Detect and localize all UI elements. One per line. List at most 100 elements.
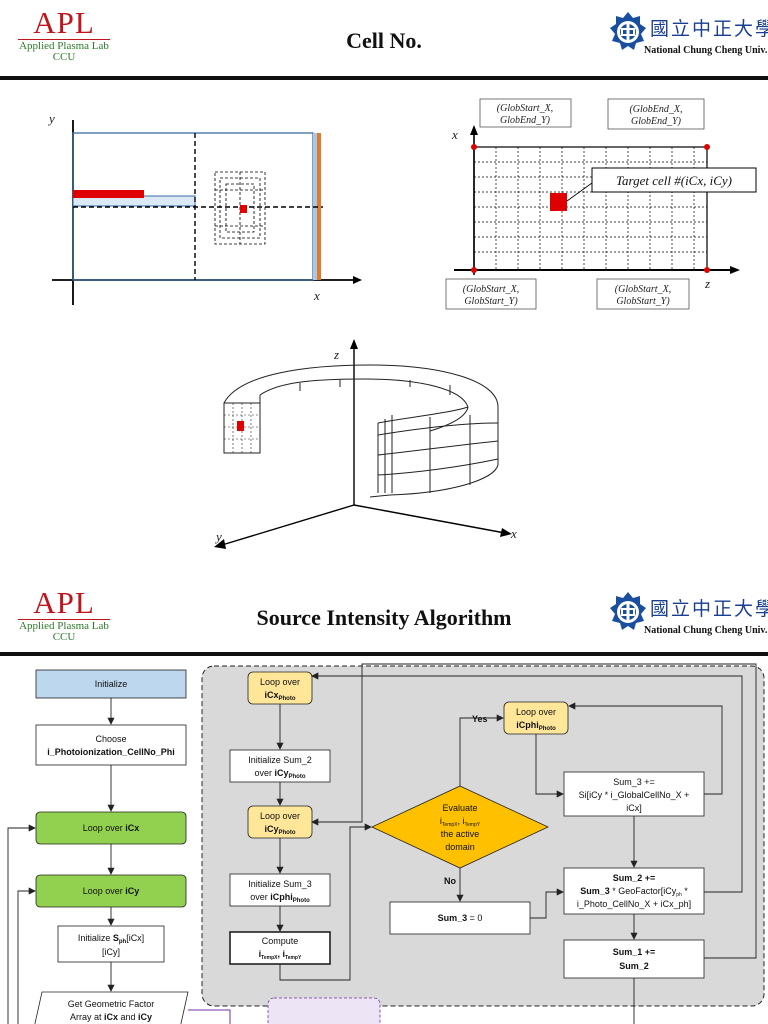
init-sph-line2: [iCy] [102, 947, 120, 957]
diagram-3d-x-label: x [510, 526, 517, 541]
sum2-plus-line1: Sum_2 += [613, 873, 656, 883]
header-divider [0, 76, 768, 80]
purple-next-box [267, 997, 381, 1024]
powered-electrode [73, 190, 144, 198]
torus-shape [223, 364, 499, 498]
apl-logo-line1: Applied Plasma Lab [19, 40, 109, 52]
grid-lines [474, 147, 707, 270]
sum3-zero-label: Sum_3 = 0 [438, 913, 483, 923]
slide-source-intensity: APL Applied Plasma Lab CCU Source Intens… [0, 580, 768, 1024]
torus-3d-diagram: z y x [214, 339, 517, 549]
corner-top-right-line2: GlobEnd_Y) [631, 116, 682, 127]
get-geo-line1: Get Geometric Factor [68, 999, 155, 1009]
corner-box-bottom-right [596, 278, 690, 310]
sum1-line2: Sum_2 [619, 961, 649, 971]
apl-logo-2-line1: Applied Plasma Lab [19, 620, 109, 632]
grid-vertical-arrow-icon [470, 125, 478, 135]
ccu-emblem-2-icon [610, 592, 646, 630]
sum1-accumulate-box [563, 939, 705, 979]
apl-logo: APL Applied Plasma Lab CCU [14, 5, 114, 63]
corner-dot-bottom-left [471, 267, 477, 273]
sum3-plus-line1: Sum_3 += [613, 777, 655, 787]
corner-top-left-line2: GlobEnd_Y) [500, 115, 551, 126]
sum3-plus-line3: iCx] [626, 803, 642, 813]
ccu-logo-2: 國立中正大學 National Chung Cheng Univ. [606, 588, 768, 644]
z-axis-arrow-icon [350, 339, 358, 349]
evaluate-line1: Evaluate [442, 803, 477, 813]
loop-icx-photo-line1: Loop over [260, 677, 300, 687]
no-label: No [444, 876, 456, 886]
slide2-title: Source Intensity Algorithm [256, 605, 512, 630]
target-callout-label: Target cell #(iCx, iCy) [616, 173, 732, 188]
ccu-logo-english: National Chung Cheng Univ. [644, 45, 768, 56]
corner-box-bottom-left [445, 278, 537, 310]
initialize-box [35, 669, 187, 699]
photo-cell-stack [214, 171, 266, 245]
sum2-plus-line3: i_Photo_CellNo_X + iCx_ph] [577, 899, 691, 909]
apl-logo-2-rule [18, 619, 110, 620]
choose-cellno-box [35, 724, 187, 766]
apl-logo-2: APL Applied Plasma Lab CCU [14, 585, 114, 643]
corner-top-left-line1: (GlobStart_X, [497, 103, 553, 114]
diagram-3d-y-label: y [214, 529, 222, 544]
x-axis-3d-line [353, 504, 506, 534]
x-axis-3d-arrow-icon [500, 528, 512, 537]
loop-iphi-line1: Loop over [516, 707, 556, 717]
y-axis-3d-line [221, 504, 355, 546]
init-sum3-box [229, 873, 331, 907]
target-callout-box [591, 167, 757, 193]
diagram-2d-x-label: x [313, 288, 320, 303]
init-sph-box [57, 925, 165, 963]
inner-loop-connectors [276, 663, 757, 1024]
purple-connector [188, 1009, 231, 1024]
corner-bottom-right-line1: (GlobStart_X, [615, 284, 671, 295]
get-geo-line2: Array at iCx and iCy [70, 1012, 152, 1022]
apl-logo-2-name: APL [33, 585, 95, 620]
init-sph-line1: Initialize Sph[iCx] [78, 933, 144, 945]
corner-box-top-right [607, 98, 705, 130]
ccu-logo-chinese: 國立中正大學 [650, 18, 768, 40]
ccu-logo-2-english: National Chung Cheng Univ. [644, 625, 768, 636]
corner-bottom-left-line1: (GlobStart_X, [463, 284, 519, 295]
apl-logo-rule [18, 39, 110, 40]
apl-logo-name: APL [33, 5, 95, 40]
domain-2d-diagram: y x [47, 111, 362, 305]
target-cell-2d [240, 205, 247, 213]
target-callout-line [566, 182, 593, 202]
target-cell [550, 193, 567, 211]
apl-logo-line2: CCU [52, 51, 76, 63]
diagram-2d-y-label: y [47, 111, 55, 126]
loop-icx-label: Loop over iCx [83, 823, 140, 833]
electrode-orange-strip [317, 133, 321, 280]
y-axis-3d-arrow-icon [214, 539, 226, 549]
loop-iphi-line2: iCphiPhoto [516, 720, 556, 732]
compute-line2: iTempX, iTempY [259, 949, 302, 961]
evaluate-line3: the active [441, 829, 480, 839]
sum3-accumulate-box [563, 771, 705, 817]
choose-line1: Choose [95, 734, 126, 744]
yes-label: Yes [472, 714, 488, 724]
x-axis-arrow-icon [353, 276, 362, 284]
get-geo-factor-box [34, 991, 189, 1024]
sum2-plus-line2: Sum_3 * GeoFactor[iCyph * [580, 886, 688, 898]
ccu-emblem-icon [610, 12, 646, 50]
corner-dot-top-left [471, 144, 477, 150]
left-column-connectors [7, 698, 115, 1024]
cell-grid-diagram: (GlobStart_X, GlobEnd_Y) (GlobEnd_X, Glo… [445, 98, 757, 310]
source-intensity-flowchart: Initialize Choose i_Photoionization_Cell… [7, 663, 765, 1024]
loop-icy-label: Loop over iCy [83, 886, 140, 896]
target-cell-3d [237, 421, 244, 431]
loop-icy-photo-line2: iCyPhoto [264, 824, 295, 836]
ccu-logo: 國立中正大學 National Chung Cheng Univ. [606, 8, 768, 64]
loop-icy-photo-line1: Loop over [260, 811, 300, 821]
corner-bottom-right-line2: GlobStart_Y) [616, 296, 670, 307]
evaluate-line4: domain [445, 842, 475, 852]
slide-cell-no: APL Applied Plasma Lab CCU Cell No. 國立中正… [0, 5, 768, 549]
grid-boundary [473, 146, 708, 271]
loop-icx-photo-line2: iCxPhoto [264, 690, 295, 702]
init-sum2-line1: Initialize Sum_2 [248, 755, 312, 765]
compute-line1: Compute [262, 936, 299, 946]
corner-top-right-line1: (GlobEnd_X, [629, 104, 682, 115]
corner-dot-bottom-right [704, 267, 710, 273]
corner-box-top-left [479, 98, 572, 128]
